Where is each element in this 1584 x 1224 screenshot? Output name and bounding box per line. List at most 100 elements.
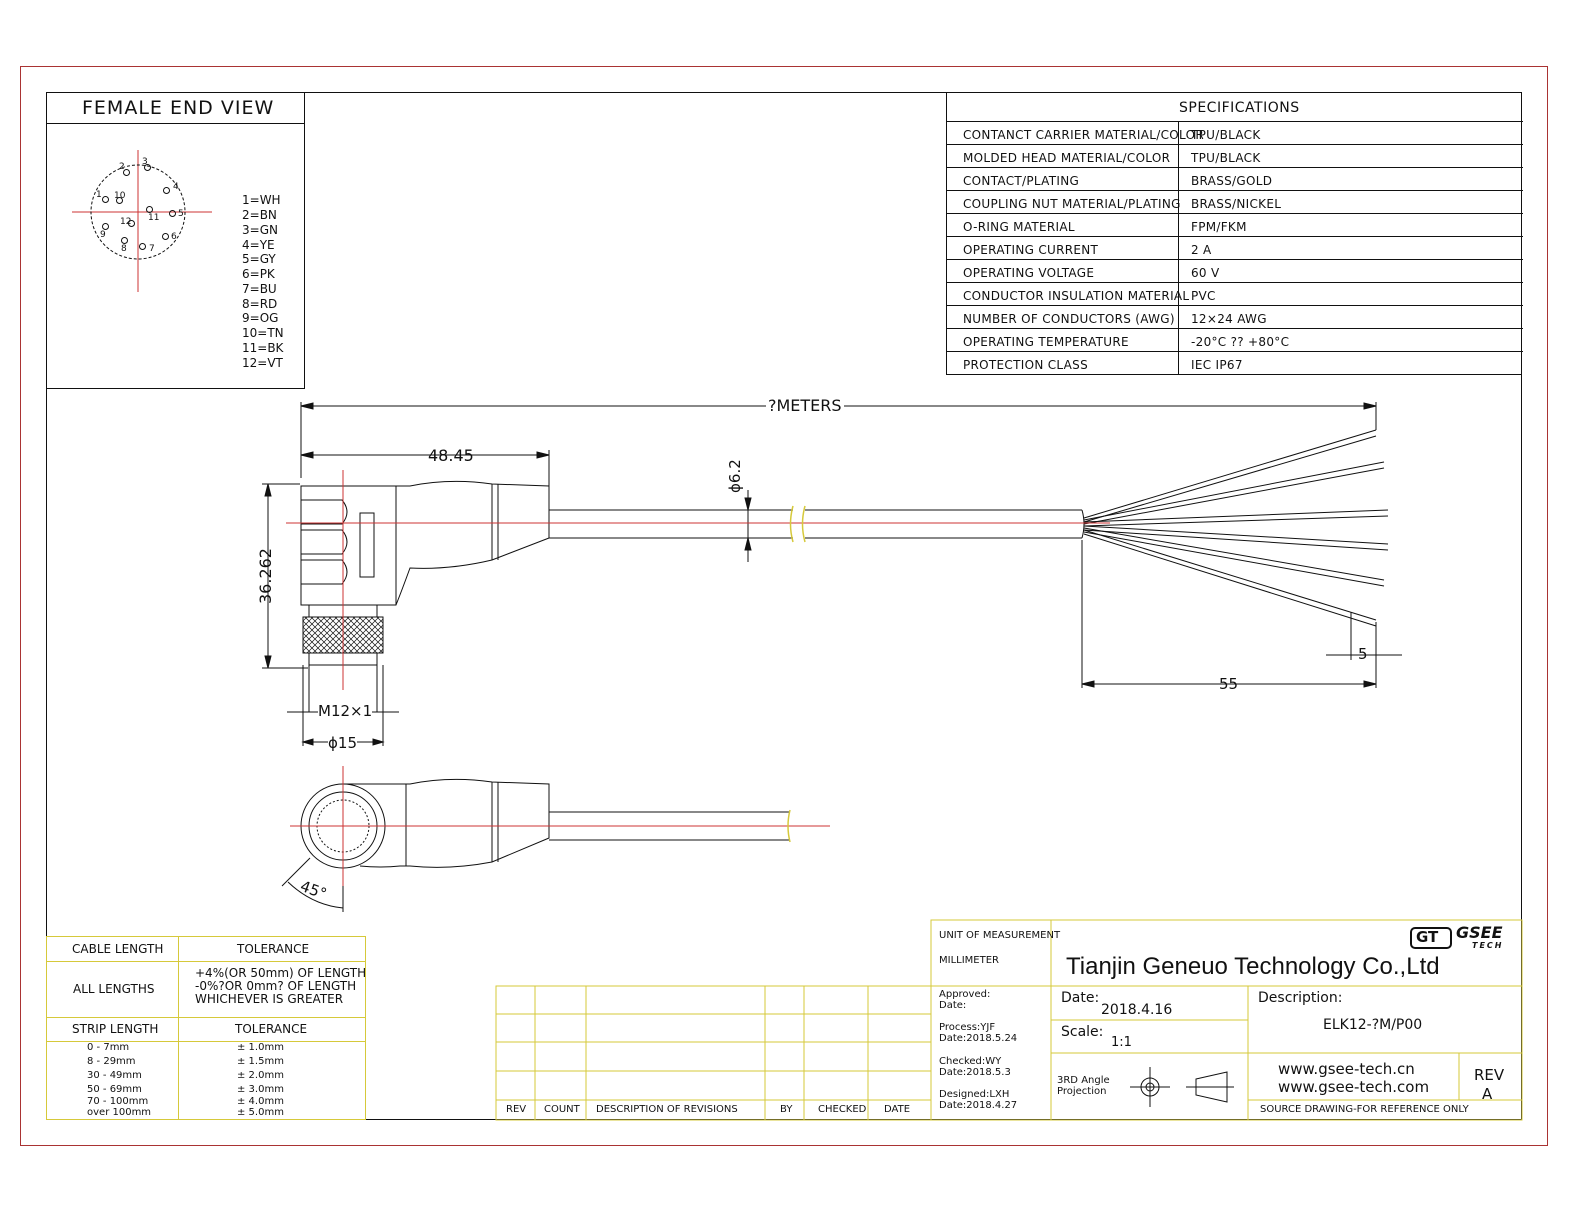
strip-range: 0 - 7mm: [87, 1042, 130, 1053]
process-label: Process:YJF: [939, 1022, 996, 1033]
connector-pin: [163, 187, 170, 194]
connector-pin: [102, 223, 109, 230]
color-code: 5=GY: [242, 252, 276, 266]
jacket-strip-label: 55: [1219, 675, 1239, 693]
logo-letters: GT: [1416, 928, 1439, 946]
strip-range: 50 - 69mm: [87, 1084, 142, 1095]
color-code: 1=WH: [242, 193, 281, 207]
logo-text: GSEE: [1456, 923, 1503, 942]
company-name: Tianjin Geneuo Technology Co.,Ltd: [1066, 953, 1440, 980]
scale-label: Scale:: [1061, 1024, 1104, 1040]
tolerance-table: CABLE LENGTH TOLERANCE ALL LENGTHS +4%(O…: [46, 936, 366, 1120]
connector-pin: [128, 220, 135, 227]
unit-value: MILLIMETER: [939, 955, 999, 966]
revision-header: DESCRIPTION OF REVISIONS: [596, 1104, 738, 1115]
connector-pin: [123, 169, 130, 176]
spec-key: OPERATING VOLTAGE: [963, 266, 1095, 280]
revision-header: REV: [506, 1104, 527, 1115]
connector-pin: [139, 243, 146, 250]
spec-row: MOLDED HEAD MATERIAL/COLOR TPU/BLACK: [947, 144, 1523, 167]
description-value: ELK12-?M/P00: [1323, 1017, 1423, 1033]
checked-label: Checked:WY: [939, 1056, 1002, 1067]
strip-tolerance: ± 4.0mm: [237, 1096, 284, 1107]
strip-length-label: 5: [1358, 645, 1368, 663]
designed-label: Designed:LXH: [939, 1089, 1010, 1100]
connector-pin-number: 8: [121, 244, 127, 254]
spec-key: NUMBER OF CONDUCTORS (AWG): [963, 312, 1175, 326]
spec-key: MOLDED HEAD MATERIAL/COLOR: [963, 151, 1171, 165]
process-date: Date:2018.5.24: [939, 1033, 1018, 1044]
rev-value: A: [1482, 1085, 1493, 1103]
strip-tolerance-header: TOLERANCE: [235, 1022, 308, 1036]
thread-label: M12×1: [318, 702, 373, 720]
rev-label: REV: [1474, 1066, 1505, 1084]
revision-header: BY: [780, 1104, 793, 1115]
spec-key: CONTANCT CARRIER MATERIAL/COLOR: [963, 128, 1204, 142]
connector-pin-number: 11: [148, 213, 160, 223]
spec-value: FPM/FKM: [1191, 220, 1247, 234]
female-end-view-title: FEMALE END VIEW: [82, 97, 275, 119]
color-code: 8=RD: [242, 297, 278, 311]
strip-range: 8 - 29mm: [87, 1056, 136, 1067]
color-code: 6=PK: [242, 267, 275, 281]
projection-label: Projection: [1057, 1086, 1107, 1097]
unit-label: UNIT OF MEASUREMENT: [939, 930, 1061, 941]
connector-pin: [116, 197, 123, 204]
strip-range: 70 - 100mm: [87, 1096, 149, 1107]
all-lengths-tolerance-line: +4%(OR 50mm) OF LENGTH: [195, 966, 367, 980]
approved-date: Date:: [939, 1000, 967, 1011]
spec-key: PROTECTION CLASS: [963, 358, 1088, 372]
specifications-table: SPECIFICATIONS CONTANCT CARRIER MATERIAL…: [946, 92, 1523, 375]
female-end-view-panel: FEMALE END VIEW: [46, 92, 305, 389]
connector-pin-number: 12: [120, 217, 132, 227]
logo-subtext: TECH: [1472, 941, 1504, 950]
spec-value: TPU/BLACK: [1191, 151, 1261, 165]
description-label: Description:: [1258, 990, 1343, 1006]
projection-label: 3RD Angle: [1057, 1075, 1110, 1086]
connector-pin-number: 7: [149, 244, 155, 254]
color-code: 2=BN: [242, 208, 277, 222]
strip-tolerance: ± 5.0mm: [237, 1107, 284, 1118]
nut-diameter-label: ϕ15: [328, 734, 357, 752]
specifications-title: SPECIFICATIONS: [1179, 100, 1300, 116]
color-code: 12=VT: [242, 356, 283, 370]
strip-range: 30 - 49mm: [87, 1070, 142, 1081]
website-cn: www.gsee-tech.cn: [1278, 1060, 1415, 1078]
revision-header: COUNT: [544, 1104, 580, 1115]
color-code: 3=GN: [242, 223, 278, 237]
connector-pin-number: 4: [173, 182, 179, 192]
color-code: 10=TN: [242, 326, 284, 340]
spec-value: TPU/BLACK: [1191, 128, 1261, 142]
color-code: 9=OG: [242, 311, 279, 325]
spec-value: PVC: [1191, 289, 1216, 303]
spec-value: 12×24 AWG: [1191, 312, 1267, 326]
head-length-label: 48.45: [428, 446, 474, 465]
connector-pin-number: 9: [100, 230, 106, 240]
spec-key: OPERATING TEMPERATURE: [963, 335, 1129, 349]
company-logo: GT GSEE TECH: [1410, 925, 1516, 953]
date-label: Date:: [1061, 990, 1100, 1006]
spec-row: PROTECTION CLASS IEC IP67: [947, 351, 1523, 374]
strip-tolerance: ± 1.0mm: [237, 1042, 284, 1053]
connector-pin: [102, 196, 109, 203]
date-value: 2018.4.16: [1101, 1002, 1173, 1018]
connector-pin: [162, 233, 169, 240]
spec-key: CONTACT/PLATING: [963, 174, 1080, 188]
spec-value: IEC IP67: [1191, 358, 1243, 372]
overall-length-label: ?METERS: [766, 396, 844, 415]
website-com: www.gsee-tech.com: [1278, 1078, 1430, 1096]
sheet-border: [20, 66, 1548, 1146]
tolerance-header: TOLERANCE: [237, 942, 310, 956]
strip-range: over 100mm: [87, 1107, 152, 1118]
strip-tolerance: ± 3.0mm: [237, 1084, 284, 1095]
spec-key: CONDUCTOR INSULATION MATERIAL: [963, 289, 1190, 303]
connector-pin: [144, 164, 151, 171]
